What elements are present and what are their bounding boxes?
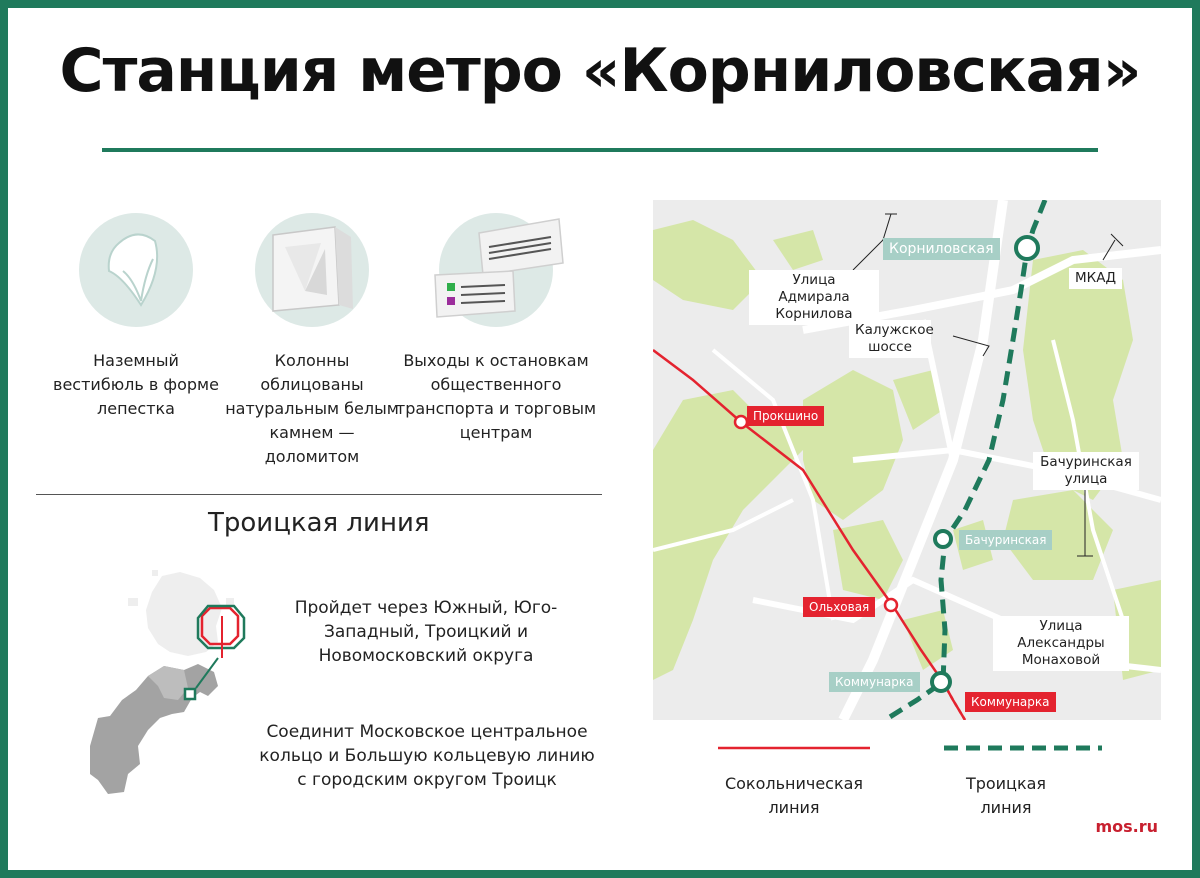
infographic-frame: Станция метро «Корниловская» Наземный ве… [8,8,1192,870]
station-kommunarka-sokolnicheskaya: Коммунарка [965,692,1056,712]
moscow-region-map [90,570,246,794]
street-mkad: МКАД [1069,268,1123,289]
street-aleksandry-monakhovoy: Улица Александры Монаховой [993,616,1129,671]
street-admiral-kornilova: Улица Адмирала Корнилова [749,270,879,325]
section-divider [36,494,602,495]
feature-caption: Наземный вестибюль в форме лепестка [53,351,219,418]
station-bachurinskaya: Бачуринская [959,530,1053,550]
legend-lines [718,745,1102,751]
street-bachurinskaya: Бачуринская улица [1033,452,1139,490]
feature-exits: Выходы к остановкам общественного трансп… [396,213,596,445]
feature-caption: Колонны облицованы натуральным белым кам… [225,351,399,466]
connection-text: Соединит Московское центральное кольцо и… [259,722,595,790]
legend-sokolnicheskaya: Сокольническая линия [724,774,864,817]
exit-signs-icon [434,213,564,327]
title-divider [102,148,1098,152]
petal-vestibule-icon [79,213,193,327]
stone-column-icon [255,213,369,327]
legend-troitskaya: Троицкая линия [965,774,1047,817]
brand-logo: mos.ru [1095,817,1158,836]
station-kommunarka-troitskaya: Коммунарка [829,672,920,692]
station-olkhovaya: Ольховая [803,597,876,617]
feature-vestibule: Наземный вестибюль в форме лепестка [46,213,226,421]
page-title: Станция метро «Корниловская» [59,36,1142,106]
station-kornilovskaya: Корниловская [883,238,1000,260]
line-section-title: Троицкая линия [208,508,430,538]
street-kaluzhskoe-shosse: Калужское шоссе [849,320,934,358]
districts-text: Пройдет через Южный, Юго-Западный, Троиц… [294,598,558,666]
station-prokshino: Прокшино [747,406,825,426]
route-map: Корниловская Прокшино Бачуринская Ольхов… [653,200,1161,720]
feature-caption: Выходы к остановкам общественного трансп… [395,351,597,442]
feature-columns: Колонны облицованы натуральным белым кам… [222,213,402,469]
